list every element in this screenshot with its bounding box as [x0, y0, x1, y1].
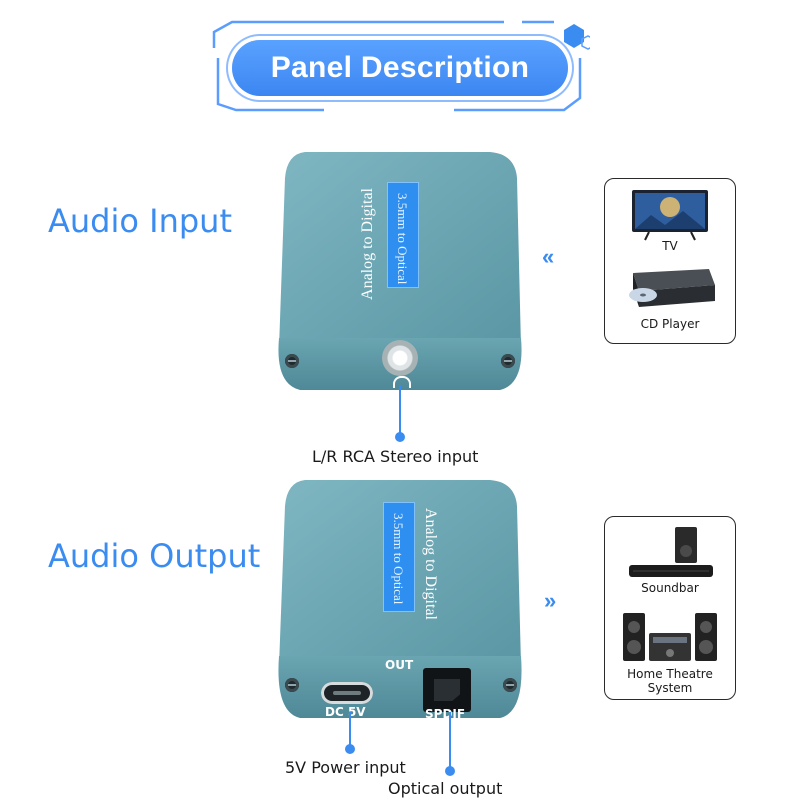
input-sources-card: TV CD Player: [604, 178, 736, 344]
stereo-input-leader: [399, 385, 401, 437]
screw-icon: [285, 678, 299, 692]
leader-dot: [345, 744, 355, 754]
usb-c-port: [321, 682, 373, 704]
device-title-text: Analog to Digital: [359, 188, 376, 300]
audio-input-label: Audio Input: [48, 202, 232, 240]
stereo-input-caption: L/R RCA Stereo input: [312, 447, 479, 466]
screw-icon: [503, 678, 517, 692]
output-soundbar-label: Soundbar: [641, 581, 699, 595]
device-subtitle-text: 3.5mm to Optical: [391, 513, 406, 605]
screw-icon: [501, 354, 515, 368]
optical-output-leader: [449, 712, 451, 770]
input-device: 3.5mm to Optical Analog to Digital: [275, 148, 525, 393]
output-home-theatre-label: Home Theatre System: [627, 667, 713, 695]
audio-output-label: Audio Output: [48, 537, 261, 575]
output-devices-card: Soundbar Home Theatre System: [604, 516, 736, 700]
leader-dot: [445, 766, 455, 776]
device-subtitle-text: 3.5mm to Optical: [395, 193, 410, 285]
screw-icon: [285, 354, 299, 368]
input-direction-arrows: «: [542, 244, 555, 269]
page-title: Panel Description: [232, 40, 568, 96]
spdif-label: SPDIF: [425, 707, 466, 721]
stereo-input-jack: [382, 340, 418, 376]
output-device: 3.5mm to Optical Analog to Digital OUT D…: [275, 476, 525, 721]
dc-5v-label: DC 5V: [325, 705, 366, 719]
source-cd-player-label: CD Player: [640, 317, 700, 331]
device-title-text: Analog to Digital: [422, 508, 439, 620]
headphone-icon: [393, 376, 411, 388]
optical-output-caption: Optical output: [388, 779, 503, 798]
device-blue-label-panel: 3.5mm to Optical: [387, 182, 419, 288]
toslink-port: [423, 668, 471, 712]
out-label: OUT: [385, 658, 414, 672]
soundbar-icon: [629, 527, 713, 577]
output-direction-arrows: »: [544, 588, 557, 613]
power-input-caption: 5V Power input: [285, 758, 406, 777]
title-frame-decoration: [212, 20, 590, 112]
source-tv-label: TV: [662, 239, 678, 253]
cd-player-icon: [629, 269, 715, 307]
power-input-leader: [349, 712, 351, 748]
device-blue-label-panel: 3.5mm to Optical: [383, 502, 415, 612]
tv-icon: [632, 190, 708, 241]
leader-dot: [395, 432, 405, 442]
home-theatre-icon: [623, 613, 717, 661]
